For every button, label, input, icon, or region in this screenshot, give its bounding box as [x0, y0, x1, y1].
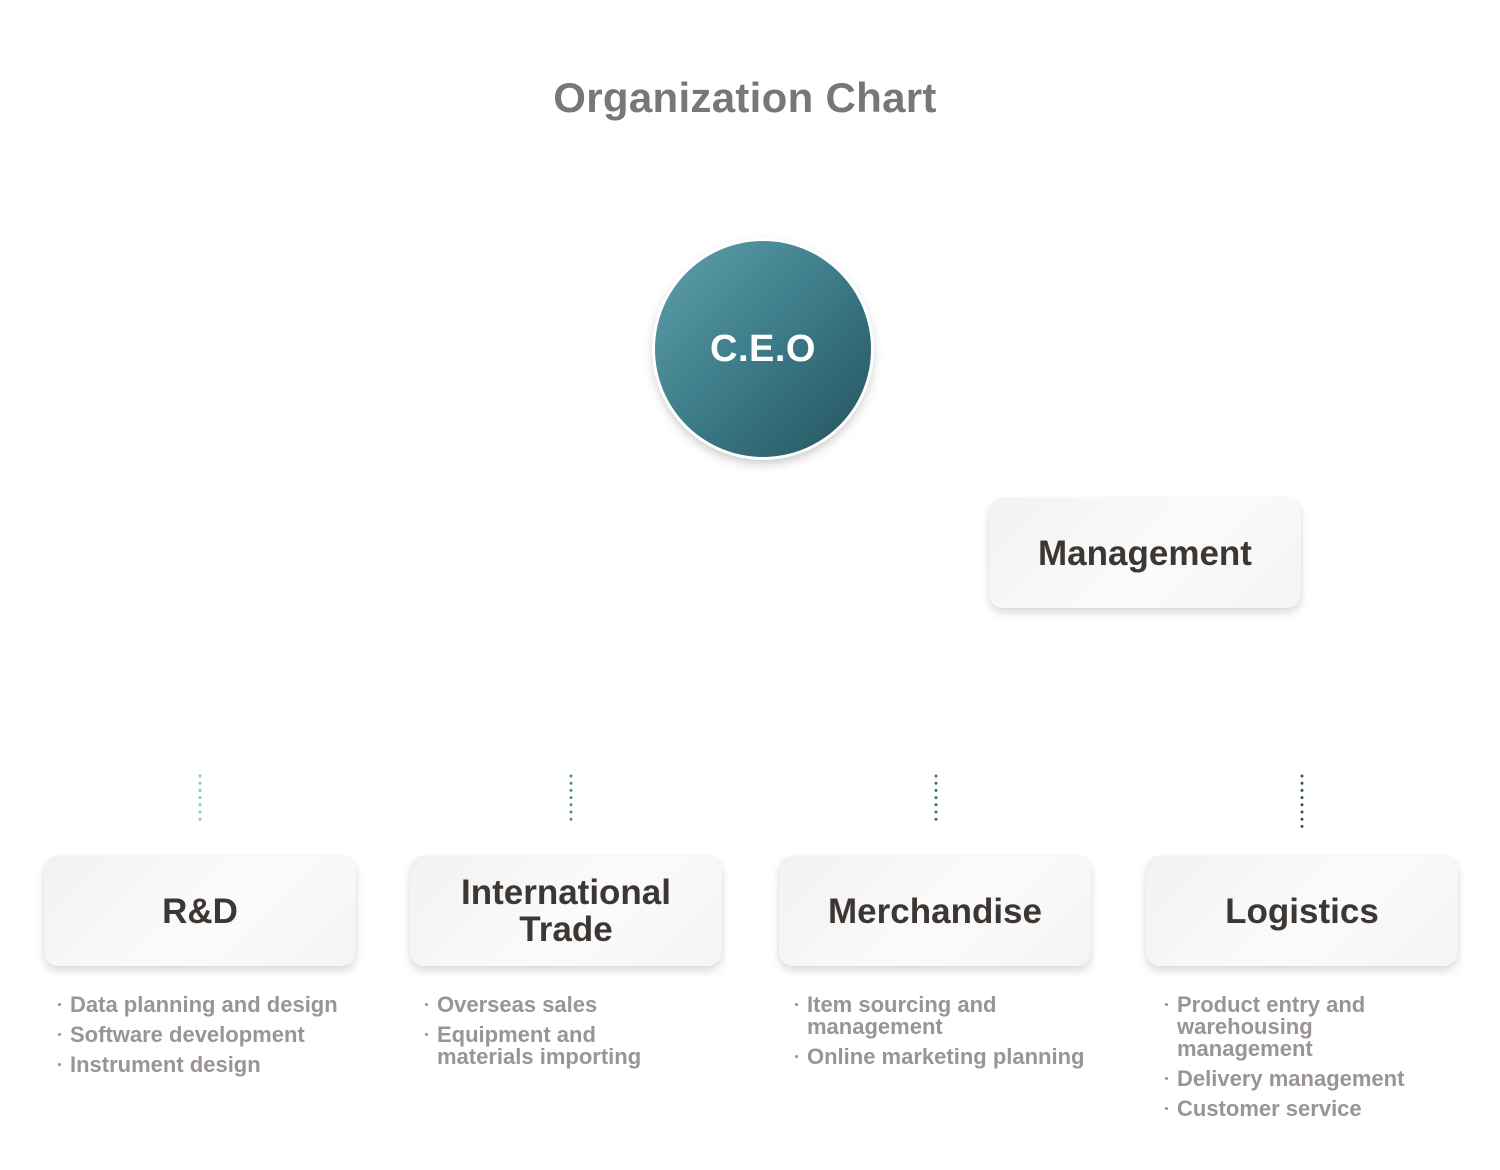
duty-item: Software development: [56, 1024, 376, 1046]
department-label: Logistics: [1225, 891, 1379, 931]
department-node-international-trade: International Trade: [410, 856, 722, 966]
ceo-label: C.E.O: [710, 327, 816, 370]
trade-duty-list: Overseas sales Equipment and materials i…: [423, 994, 663, 1076]
merchandise-duty-list: Item sourcing and management Online mark…: [793, 994, 1093, 1076]
duty-item: Item sourcing and management: [793, 994, 1017, 1038]
department-label: International Trade: [460, 873, 672, 949]
duty-item: Equipment and materials importing: [423, 1024, 663, 1068]
management-label: Management: [1038, 533, 1252, 573]
duty-item: Instrument design: [56, 1054, 376, 1076]
chart-title: Organization Chart: [553, 74, 937, 121]
duty-item: Online marketing planning: [793, 1046, 1093, 1068]
logistics-duty-list: Product entry and warehousing management…: [1163, 994, 1463, 1128]
department-label: R&D: [162, 891, 238, 931]
department-node-logistics: Logistics: [1146, 856, 1458, 966]
ceo-node: C.E.O: [655, 241, 871, 457]
department-node-merchandise: Merchandise: [779, 856, 1091, 966]
duty-item: Product entry and warehousing management: [1163, 994, 1377, 1060]
duty-item: Overseas sales: [423, 994, 663, 1016]
duty-item: Delivery management: [1163, 1068, 1463, 1090]
duty-item: Customer service: [1163, 1098, 1463, 1120]
department-label: Merchandise: [828, 891, 1042, 931]
duty-item: Data planning and design: [56, 994, 376, 1016]
rnd-duty-list: Data planning and design Software develo…: [56, 994, 376, 1084]
management-node: Management: [989, 498, 1301, 608]
department-node-rnd: R&D: [44, 856, 356, 966]
